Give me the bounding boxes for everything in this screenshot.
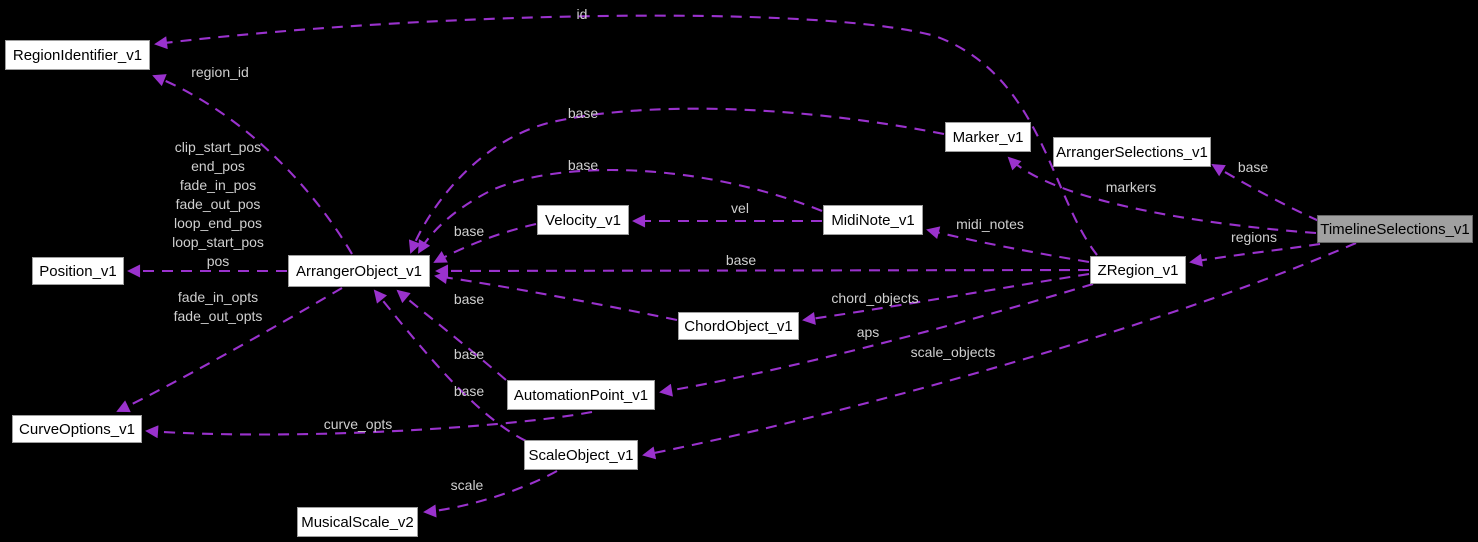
edge-label-end-pos: end_pos bbox=[191, 158, 245, 174]
edge-label-markers: markers bbox=[1105, 179, 1157, 195]
edge-zregion-to-automationpoint-aps bbox=[659, 282, 1094, 397]
edge-automationpoint-to-arrangerobject-base bbox=[396, 289, 507, 381]
node-velocity[interactable]: Velocity_v1 bbox=[537, 205, 629, 235]
node-label: ArrangerSelections_v1 bbox=[1056, 143, 1208, 161]
edge-label-vel: vel bbox=[731, 200, 749, 216]
edge-label-base-zregion: base bbox=[725, 252, 757, 268]
edge-label-base-scaleobject: base bbox=[453, 383, 485, 399]
node-label: RegionIdentifier_v1 bbox=[12, 46, 143, 64]
edge-label-base-velocity: base bbox=[453, 223, 485, 239]
node-position[interactable]: Position_v1 bbox=[32, 257, 124, 285]
edge-label-regions: regions bbox=[1231, 229, 1277, 245]
node-scale-object[interactable]: ScaleObject_v1 bbox=[524, 440, 638, 470]
node-label: Position_v1 bbox=[39, 262, 117, 280]
edge-label-base-chordobject: base bbox=[453, 291, 485, 307]
edge-scaleobject-to-arrangerobject-base bbox=[373, 289, 527, 442]
edge-label-region-id: region_id bbox=[191, 64, 249, 80]
node-label: Marker_v1 bbox=[952, 128, 1024, 146]
node-curve-options[interactable]: CurveOptions_v1 bbox=[12, 415, 142, 443]
edge-label-loop-end-pos: loop_end_pos bbox=[174, 215, 262, 231]
edge-label-fade-out-pos: fade_out_pos bbox=[175, 196, 261, 212]
edge-timelineselections-to-arrangerselections-base bbox=[1211, 163, 1320, 222]
edge-label-fade-in-opts: fade_in_opts bbox=[177, 289, 259, 305]
node-midi-note[interactable]: MidiNote_v1 bbox=[823, 205, 923, 235]
node-timeline-selections-current: TimelineSelections_v1 bbox=[1317, 215, 1473, 243]
edge-label-midi-notes: midi_notes bbox=[956, 216, 1024, 232]
node-region-identifier[interactable]: RegionIdentifier_v1 bbox=[5, 40, 150, 70]
node-chord-object[interactable]: ChordObject_v1 bbox=[678, 312, 799, 340]
edge-arrangerobject-to-curveoptions-fade-opts bbox=[116, 287, 343, 413]
edge-label-base-automationpoint: base bbox=[453, 346, 485, 362]
edge-label-chord-objects: chord_objects bbox=[831, 290, 919, 306]
node-label: Velocity_v1 bbox=[545, 211, 621, 229]
edge-label-base-marker: base bbox=[567, 105, 599, 121]
node-label: ChordObject_v1 bbox=[684, 317, 793, 335]
edge-zregion-to-arrangerobject-base bbox=[435, 264, 1090, 278]
node-zregion[interactable]: ZRegion_v1 bbox=[1090, 256, 1186, 284]
edge-label-id: id bbox=[576, 6, 588, 22]
edge-label-base-midinote: base bbox=[567, 157, 599, 173]
edge-label-fade-in-pos: fade_in_pos bbox=[179, 177, 257, 193]
edge-label-pos: pos bbox=[206, 253, 230, 269]
edge-label-fade-out-opts: fade_out_opts bbox=[173, 308, 263, 324]
edge-label-scale-objects: scale_objects bbox=[910, 344, 996, 360]
edge-scaleobject-to-musicalscale-scale bbox=[423, 470, 558, 518]
edge-label-loop-start-pos: loop_start_pos bbox=[172, 234, 264, 250]
node-arranger-selections[interactable]: ArrangerSelections_v1 bbox=[1053, 137, 1211, 167]
node-label: CurveOptions_v1 bbox=[19, 420, 135, 438]
edge-velocity-to-arrangerobject-base bbox=[433, 222, 537, 263]
node-arranger-object[interactable]: ArrangerObject_v1 bbox=[288, 255, 430, 287]
edge-label-aps: aps bbox=[856, 324, 880, 340]
node-label: AutomationPoint_v1 bbox=[513, 386, 649, 404]
node-label: TimelineSelections_v1 bbox=[1320, 220, 1470, 238]
node-label: MidiNote_v1 bbox=[831, 211, 915, 229]
edge-zregion-to-midinote-midi-notes bbox=[926, 226, 1090, 264]
edge-zregion-to-chordobject-chord-objects bbox=[802, 272, 1090, 325]
edge-midinote-to-arrangerobject-base bbox=[418, 168, 823, 254]
edge-arrangerobject-to-regionidentifier-region-id bbox=[152, 74, 353, 255]
node-automation-point[interactable]: AutomationPoint_v1 bbox=[507, 380, 655, 410]
node-musical-scale[interactable]: MusicalScale_v2 bbox=[297, 507, 418, 537]
edge-label-base-timelineselections: base bbox=[1237, 159, 1269, 175]
edge-timelineselections-to-scaleobject-scale-objects bbox=[642, 242, 1357, 460]
edge-timelineselections-to-zregion-regions bbox=[1189, 242, 1321, 267]
edge-label-curve-opts: curve_opts bbox=[323, 416, 393, 432]
edge-automationpoint-to-curveoptions-curve-opts bbox=[145, 410, 593, 439]
edge-marker-to-arrangerobject-base bbox=[408, 107, 945, 254]
edge-chordobject-to-arrangerobject-base bbox=[434, 271, 678, 322]
node-label: ZRegion_v1 bbox=[1097, 261, 1179, 279]
edge-label-clip-start-pos: clip_start_pos bbox=[174, 139, 262, 155]
node-label: MusicalScale_v2 bbox=[301, 513, 414, 531]
edge-timelineselections-to-marker-markers bbox=[1007, 156, 1317, 235]
node-label: ArrangerObject_v1 bbox=[296, 262, 422, 280]
node-label: ScaleObject_v1 bbox=[528, 446, 634, 464]
node-marker[interactable]: Marker_v1 bbox=[945, 122, 1031, 152]
edge-label-scale: scale bbox=[450, 477, 484, 493]
